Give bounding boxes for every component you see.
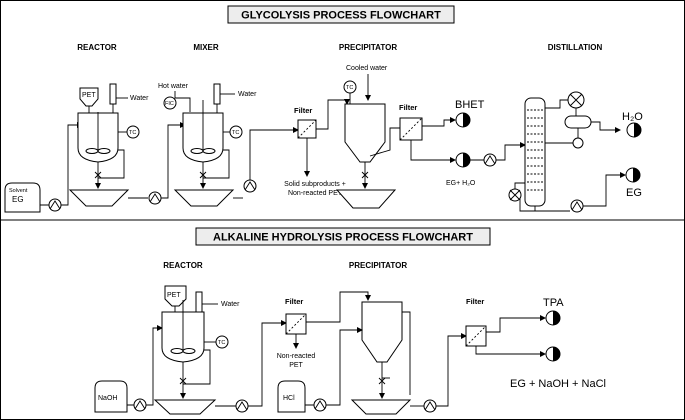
alkaline-reactor: PET Water TC (161, 285, 240, 399)
water-product-label: H₂O (622, 111, 643, 123)
eg-water-label: EG+ H₂O (446, 180, 476, 187)
pump-icon (483, 153, 497, 167)
glycolysis-title-box: GLYCOLYSIS PROCESS FLOWCHART (227, 5, 455, 24)
fic-label: FIC (165, 101, 174, 107)
eg-water-tank (455, 152, 471, 168)
pump-icon (423, 399, 437, 413)
alkaline-reactor-tc-label: TC (218, 340, 225, 346)
pump-icon (48, 198, 62, 212)
alkaline-precipitator-settling-tank (350, 399, 412, 415)
mixer-settling-tank (173, 189, 235, 207)
mixture-product-label: EG + NaOH + NaCl (510, 378, 606, 390)
alkaline-filter-2-label: Filter (466, 297, 484, 306)
pump-icon (148, 191, 162, 205)
glycolysis-mixer-label: MIXER (193, 43, 219, 52)
pump-icon (243, 179, 257, 193)
filter-2 (399, 117, 423, 141)
pump-icon (313, 398, 327, 412)
cooled-water-label: Cooled water (346, 65, 388, 72)
glycolysis-reactor-label: REACTOR (77, 43, 117, 52)
hcl-tank: HCl (277, 380, 306, 413)
eg-product-tank (625, 167, 641, 183)
alkaline-title: ALKALINE HYDROLYSIS PROCESS FLOWCHART (213, 232, 473, 244)
mixer-tc-label: TC (232, 130, 239, 136)
bhet-product-label: BHET (455, 99, 485, 111)
alkaline-precipitator (361, 301, 411, 399)
nonreacted-line2: PET (289, 362, 303, 369)
alkaline-water-label: Water (221, 301, 240, 308)
alkaline-reactor-settling-tank (153, 399, 217, 415)
glycolysis-distillation-label: DISTILLATION (548, 43, 603, 52)
alkaline-filter-1-label: Filter (285, 297, 303, 306)
naoh-tank: NaOH (94, 380, 128, 413)
alkaline-precipitator-label: PRECIPITATOR (349, 261, 407, 270)
solid-subproducts-line2: Non-reacted PET (288, 190, 343, 197)
filter-1 (297, 119, 317, 139)
solvent-label: Solvent (9, 188, 28, 194)
mixture-product-tank (545, 346, 561, 362)
tpa-product-tank (545, 310, 561, 326)
mixer-water-label: Water (238, 91, 257, 98)
nonreacted-line1: Non-reacted (277, 353, 316, 360)
reactor-settling-tank (68, 189, 130, 207)
glycolysis-reactor: PET Water TC (77, 83, 149, 189)
alkaline-reactor-label: REACTOR (163, 261, 203, 270)
precipitator-tc-label: TC (346, 85, 353, 91)
pet-hopper-label: PET (82, 92, 96, 99)
glycolysis-mixer: Hot water FIC Water TC (158, 83, 257, 189)
distillation-column (508, 91, 621, 212)
solid-subproducts-line1: Solid subproducts + (284, 181, 346, 188)
solvent-eg-tank: Solvent EG (4, 182, 41, 213)
pump-icon (235, 399, 249, 413)
tpa-product-label: TPA (543, 297, 564, 309)
precipitator-settling-tank (335, 189, 397, 209)
alkaline-filter-2 (465, 325, 487, 347)
glycolysis-title: GLYCOLYSIS PROCESS FLOWCHART (241, 10, 441, 22)
pump-icon (133, 398, 147, 412)
bhet-product-tank (455, 112, 471, 128)
filter-1-label: Filter (294, 106, 312, 115)
glycolysis-precipitator: Cooled water TC (343, 65, 400, 189)
hot-water-label: Hot water (158, 83, 189, 90)
water-product-tank (626, 122, 642, 138)
glycolysis-precipitator-label: PRECIPITATOR (339, 43, 397, 52)
filter-2-label: Filter (399, 103, 417, 112)
naoh-label: NaOH (98, 395, 117, 402)
hcl-label: HCl (283, 395, 295, 402)
reactor-tc-label: TC (129, 130, 136, 136)
alkaline-filter-1 (285, 313, 307, 335)
alkaline-pet-label: PET (167, 292, 181, 299)
reactor-water-label: Water (130, 95, 149, 102)
alkaline-title-box: ALKALINE HYDROLYSIS PROCESS FLOWCHART (195, 227, 491, 246)
pump-icon (570, 199, 584, 213)
eg-product-label: EG (626, 187, 642, 199)
solvent-eg-label: EG (12, 195, 24, 204)
